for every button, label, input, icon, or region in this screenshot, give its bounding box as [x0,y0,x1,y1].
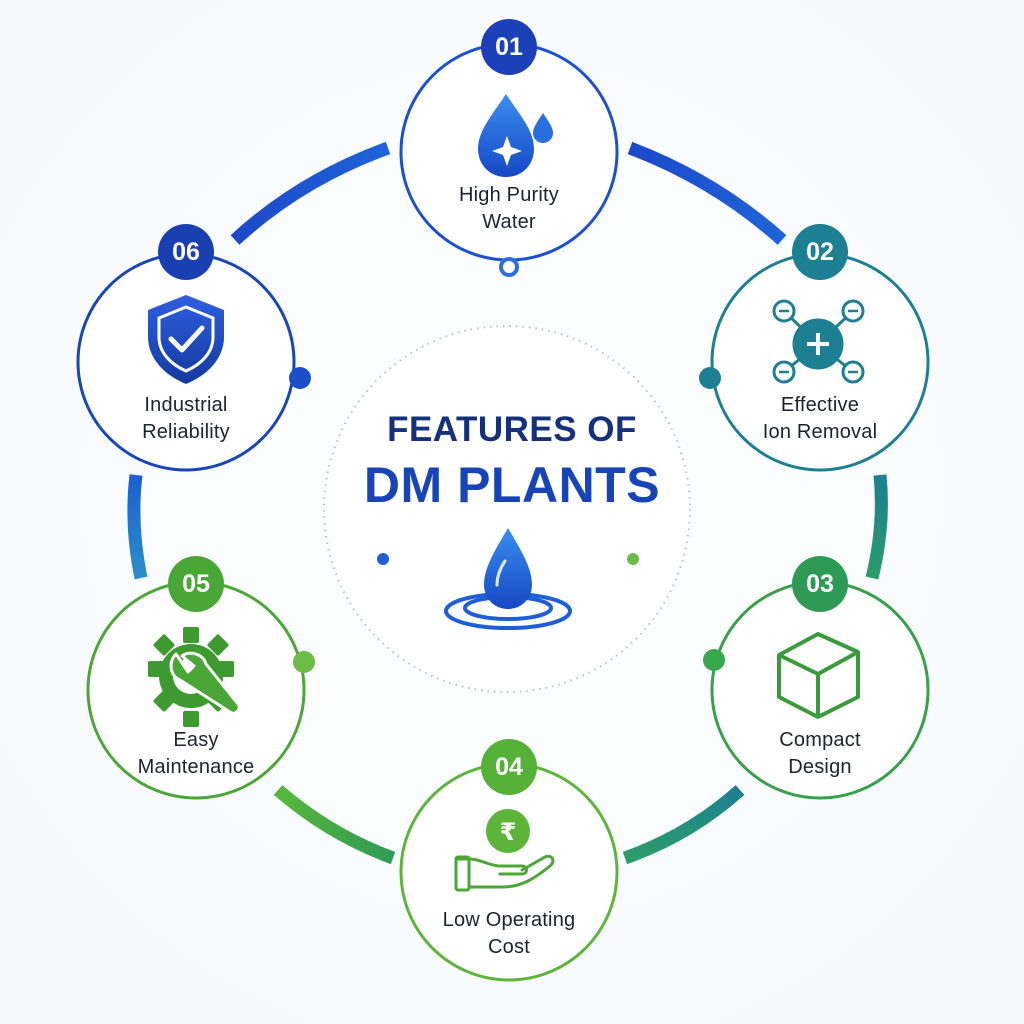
title-line-2: DM PLANTS [363,457,661,513]
arc-06-01 [230,141,391,245]
title-line-1: FEATURES OF [387,410,637,449]
arc-03-04 [622,785,745,865]
center-dotted-circle [323,325,691,693]
node-01-connector-dot [499,257,519,277]
arc-02-03 [865,474,888,580]
feature-06-line-1: Industrial [144,394,228,416]
feature-02-line-1: Effective [780,394,860,416]
badge-number-01: 01 [495,33,523,61]
feature-label-06: Industrial Reliability [96,392,276,446]
arc-01-02 [627,141,787,245]
feature-label-01: High Purity Water [419,182,599,236]
center-left-dot [377,553,389,565]
node-06-connector-dot [289,367,311,389]
svg-text:₹: ₹ [500,818,517,846]
feature-03-line-2: Design [788,756,852,778]
feature-06-line-2: Reliability [142,421,230,443]
rupee-hand-icon: ₹ [454,809,555,892]
feature-label-02: Effective Ion Removal [730,392,910,446]
feature-03-line-1: Compact [779,729,861,751]
feature-05-line-2: Maintenance [137,756,255,778]
feature-04-line-1: Low Operating [442,909,576,931]
feature-04-line-2: Cost [488,936,530,958]
badge-number-06: 06 [172,238,200,266]
arc-04-05 [273,785,396,865]
center-right-dot [627,553,639,565]
badge-number-02: 02 [806,238,834,266]
connector-arcs [127,141,888,865]
feature-01-line-2: Water [482,211,536,233]
water-drop-ripple-icon [444,528,572,630]
feature-01-line-1: High Purity [458,184,559,206]
feature-05-line-1: Easy [173,729,219,751]
node-03-connector-dot [703,649,725,671]
feature-label-03: Compact Design [730,727,910,781]
node-02-connector-dot [699,367,721,389]
feature-node-04 [399,739,619,982]
gear-wrench-icon [148,627,241,727]
ion-molecule-icon [772,299,865,384]
feature-label-05: Easy Maintenance [106,727,286,781]
arc-05-06 [127,474,148,580]
badge-number-04: 04 [495,753,523,781]
node-05-connector-dot [293,651,315,673]
feature-02-line-2: Ion Removal [762,421,878,443]
badge-number-05: 05 [182,570,210,598]
badge-number-03: 03 [806,570,834,598]
shield-check-icon [148,295,224,384]
water-drop-sparkle-icon [478,94,553,177]
feature-label-04: Low Operating Cost [419,907,599,961]
cube-icon [777,632,860,719]
